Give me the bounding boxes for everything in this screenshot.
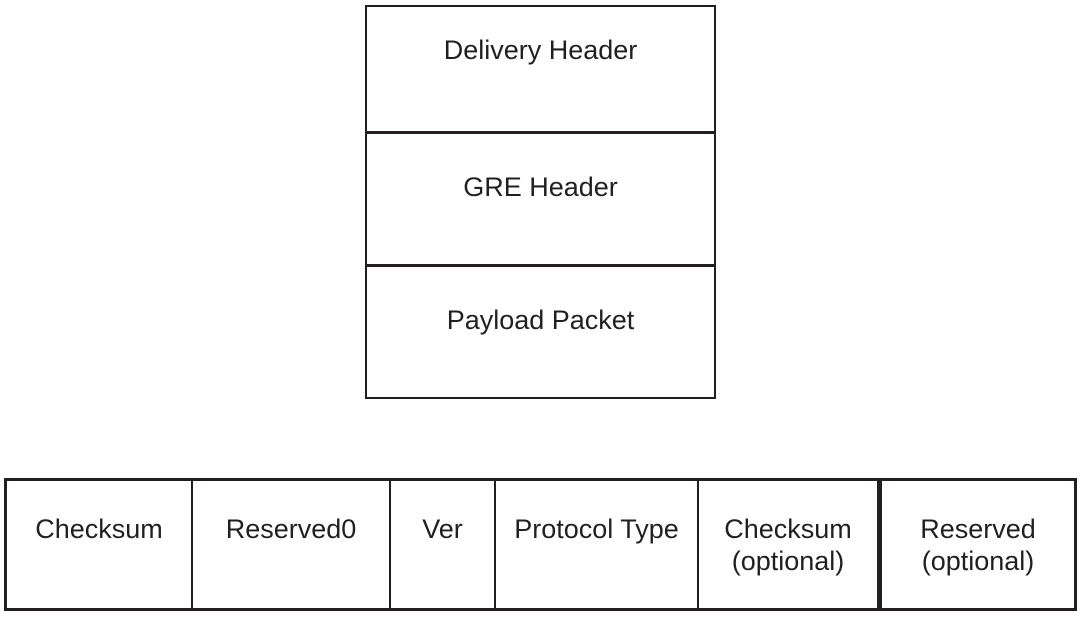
stack-layer-delivery-header: Delivery Header [367,7,714,131]
field-cell-checksum: Checksum [7,481,191,608]
stack-layer-gre-header: GRE Header [367,131,714,264]
gre-header-field-row: Checksum Reserved0 Ver Protocol Type Che… [4,478,1077,611]
field-cell-checksum-optional: Checksum (optional) [697,481,877,608]
stack-layer-payload-packet: Payload Packet [367,264,714,397]
encapsulation-stack: Delivery Header GRE Header Payload Packe… [365,5,716,399]
field-cell-protocol-type: Protocol Type [494,481,697,608]
field-cell-reserved0: Reserved0 [191,481,389,608]
payload-packet-label: Payload Packet [446,305,635,335]
ver-field-label: Ver [422,514,463,544]
checksum-optional-field-label-line1: Checksum [724,514,852,544]
field-cell-ver: Ver [389,481,494,608]
gre-header-label: GRE Header [463,172,618,202]
field-cell-reserved-optional: Reserved (optional) [877,481,1074,608]
protocol-type-field-label: Protocol Type [514,514,679,544]
checksum-field-label: Checksum [35,514,163,544]
reserved0-field-label: Reserved0 [225,514,357,544]
reserved-optional-field-label-line1: Reserved [920,514,1036,544]
checksum-optional-field-label-line2: (optional) [731,546,845,577]
delivery-header-label: Delivery Header [443,35,638,65]
reserved-optional-field-label-line2: (optional) [921,546,1035,577]
